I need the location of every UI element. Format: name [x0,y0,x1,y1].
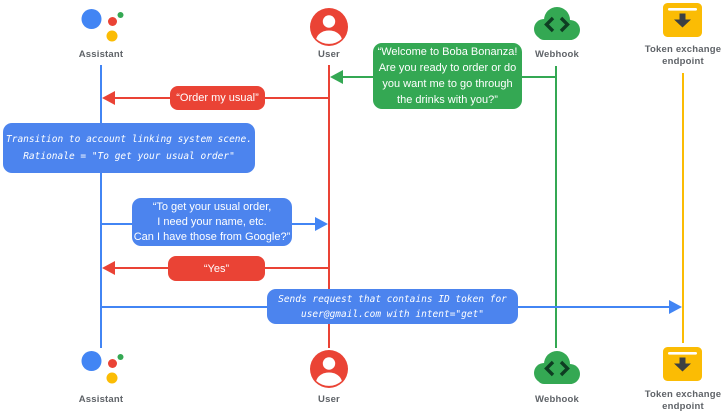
token-endpoint-label-line2: endpoint [662,400,704,412]
user-icon [310,350,348,388]
transition-note-line1: Transition to account linking system sce… [6,134,252,145]
user-icon [310,8,348,46]
welcome-line1: “Welcome to Boba Bonanza! [377,46,518,58]
welcome-message-bubble: “Welcome to Boba Bonanza! Are you ready … [373,43,522,109]
webhook-label-bottom: Webhook [535,394,579,405]
welcome-line3: you want me to go through [382,78,513,90]
yes-arrowhead [102,261,115,275]
assistant-icon [79,5,125,47]
yes-bubble: “Yes” [168,256,265,281]
token-endpoint-lifeline [682,73,684,343]
order-arrowhead [102,91,115,105]
token-request-line2: user@gmail.com with intent="get" [300,308,485,320]
account-question-bubble: “To get your usual order, I need your na… [132,198,292,246]
welcome-line2: Are you ready to order or do [378,62,517,74]
webhook-label-top: Webhook [535,49,579,60]
assistant-lifeline [100,65,102,348]
token-endpoint-icon [663,3,702,37]
token-endpoint-label-top: Token exchange endpoint [643,44,723,67]
transition-note-line2: Rationale = "To get your usual order" [23,151,235,162]
welcome-line4: the drinks with you?” [397,94,498,106]
account-question-line1: “To get your usual order, [152,200,272,213]
user-label-top: User [318,49,340,60]
webhook-icon [533,5,581,45]
assistant-label-bottom: Assistant [78,394,124,405]
assistant-icon [79,347,125,389]
account-question-line3: Can I have those from Google?” [133,230,291,243]
token-endpoint-label-line1: Token exchange [644,44,722,55]
token-endpoint-label-bottom: Token exchange endpoint [643,389,723,412]
token-endpoint-icon [663,347,702,381]
order-my-usual-bubble: “Order my usual” [170,86,265,110]
account-question-line2: I need your name, etc. [157,215,267,228]
order-my-usual-text: “Order my usual” [176,92,259,104]
yes-text: “Yes” [203,262,230,275]
welcome-arrowhead [330,70,343,84]
assistant-label-top: Assistant [78,49,124,60]
token-request-arrowhead [669,300,682,314]
account-question-arrowhead [315,217,328,231]
token-request-note: Sends request that contains ID token for… [267,289,518,324]
user-label-bottom: User [318,394,340,405]
transition-note: Transition to account linking system sce… [3,123,255,173]
token-endpoint-label-line1: Token exchange [644,389,722,400]
user-lifeline [328,65,330,348]
webhook-lifeline [555,66,557,348]
token-endpoint-label-line2: endpoint [662,55,704,67]
token-request-line1: Sends request that contains ID token for [278,293,507,305]
webhook-icon [533,349,581,389]
